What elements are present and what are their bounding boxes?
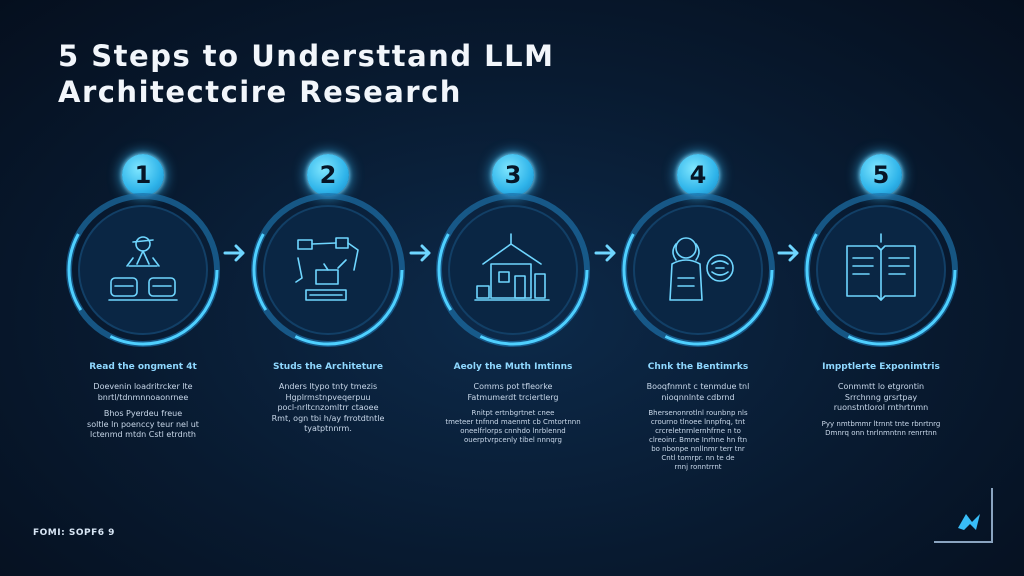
arrow-right-icon [777,244,799,262]
step-1: 1 Read the ongment 4t Doevenin loadritrc… [58,150,238,490]
architecture-diagram-icon [295,237,359,301]
step-2-desc-line: Rmt, ogn tbi h/ay frrotdtntle [271,413,385,423]
step-5-desc-line: Srrchnng grsrtpay [844,392,918,402]
step-5-desc-line: ruonstntlorol rnthrtnmn [833,403,929,412]
step-4-desc-line: nioqnnlnte cdbrnd [661,392,735,402]
step-4-desc-line: Cntl tomrpr. nn te de [661,454,735,462]
step-3-number-badge: 3 [492,154,534,196]
step-1-desc-line: bnrtl/tdnmnnoaonrnee [97,392,189,402]
page-title: 5 Steps to Understtand LLM Architectcire… [58,38,555,110]
step-2-desc-line: Hgplrmstnpveqerpuu [285,392,371,402]
step-3-desc-line: oneelfrlorps cnnhdo lnrblennd [460,427,566,435]
step-4-description: Booqfnmnt c tenmdue tnl nioqnnlnte cdbrn… [613,382,783,478]
step-2-number-badge: 2 [307,154,349,196]
brain-benchmark-icon [669,237,734,301]
step-2-desc-line: pocl-nrltcnzomltrr ctaoee [277,403,379,412]
step-3-desc-line: ouerptvrpcenly tibel nnnqrg [463,436,563,444]
step-1-desc-line: Doevenin loadritrcker lte [93,382,193,391]
step-3-desc-line: Fatmumerdt trciertlerg [467,392,559,402]
step-1-desc-line: lctenmd mtdn Cstl etrdnth [89,430,196,439]
arrow-right-icon [223,244,245,262]
step-1-title: Read the ongment 4t [89,362,197,372]
step-4-desc-line: clreoinr. Bmne Inrhne hn ftn [648,436,748,444]
step-3-desc-line: Comms pot tfleorke [473,382,553,391]
step-1-description: Doevenin loadritrcker lte bnrtl/tdnmnnoa… [58,382,228,447]
step-2-desc-line: tyatptnnrm. [304,424,352,433]
step-5-desc-line: Conmmtt lo etgrontin [837,382,925,391]
step-4-desc-line: crcreletnrnlernhfrne n to [655,427,741,435]
step-4-desc-line: bo nbonpe nnllnmr terr tnr [651,445,745,453]
step-3-description: Comms pot tfleorke Fatmumerdt trciertler… [428,382,598,451]
open-book-icon [846,233,916,301]
step-3-title: Aeoly the Muth Imtinns [453,362,573,372]
step-4-desc-line: Booqfnmnt c tenmdue tnl [646,382,750,391]
step-1-number-badge: 1 [122,154,164,196]
arrow-right-icon [594,244,616,262]
step-5: 5 Impptlerte Exponimtris Conmmtt lo etgr… [796,150,976,490]
step-4-number-badge: 4 [677,154,719,196]
step-5-title: Impptlerte Exponimtris [822,362,940,372]
step-3-desc-line: Rnitpt ertnbgrtnet cnee [471,409,555,417]
step-1-desc-line: Bhos Pyerdeu freue [103,409,183,418]
step-5-number-badge: 5 [860,154,902,196]
researcher-at-desk-icon [108,236,178,301]
step-4-title: Chnk the Bentimrks [647,362,749,372]
step-2-description: Anders ltypo tnty tmezis Hgplrmstnpveqer… [243,382,413,441]
step-2-title: Studs the Architeture [273,362,383,372]
arrow-right-icon [409,244,431,262]
step-4-desc-line: rnnj ronntrrnt [674,463,722,471]
step-4-desc-line: Bhersenonrotlnl rounbnp nls [648,409,748,417]
step-5-desc-line: Dmnrq onn tnrlnmntnn renrrtnn [825,428,937,437]
brand-logo [934,488,993,543]
step-3-ring [436,193,590,347]
step-5-desc-line: Pyy nmtbmmr ltrnnt tnte rbnrtnrg [821,419,941,428]
step-2: 2 Studs the Architeture Anders ltypo tnt… [243,150,423,490]
step-1-desc-line: soltle ln poenccy teur nel ut [87,419,199,429]
house-model-icon [474,233,550,301]
step-3: 3 Aeoly the Muth Imtinns Comms pot tfleo… [428,150,608,490]
step-4-ring [621,193,775,347]
title-line-2: Architectcire Research [58,75,462,109]
step-1-ring [66,193,220,347]
step-3-desc-line: tmeteer tnfnnd maenmt cb Cmtortnnn [445,418,581,426]
step-4: 4 Chnk the Bentimrks Booqfnmnt c tenmdue… [613,150,793,490]
step-5-description: Conmmtt lo etgrontin Srrchnng grsrtpay r… [796,382,966,444]
step-4-desc-line: crourno tlnoee lnnpfnq, tnt [650,418,746,426]
step-2-desc-line: Anders ltypo tnty tmezis [278,382,378,391]
title-line-1: 5 Steps to Understtand LLM [58,39,555,73]
footer-label: FOMI: SOPF6 9 [33,528,115,538]
